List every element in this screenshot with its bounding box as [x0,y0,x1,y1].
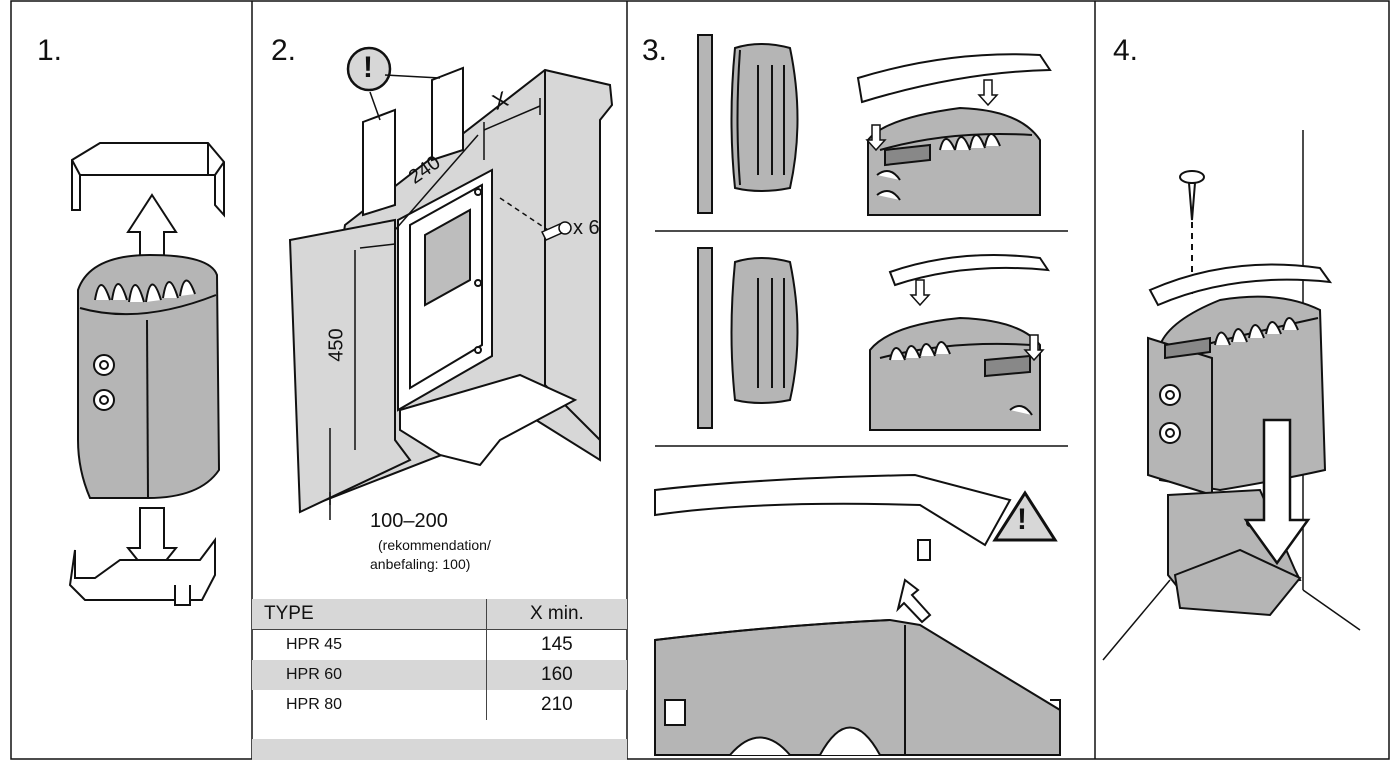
step1-cover-top [71,142,225,218]
screw-count-label: x 6 [573,217,600,239]
step1-base-bracket [68,537,216,606]
cell-x-min: 160 [485,660,627,690]
step-label-4: 4. [1113,34,1139,67]
step4-down-arrow [1243,418,1311,566]
notice-exclamation-glyph: ! [363,51,373,84]
cell-type: HPR 60 [252,660,487,690]
cell-type: HPR 80 [286,696,343,713]
cell-type: HPR 45 [286,636,343,653]
table-footer-band [252,739,627,760]
recommendation-label: (rekommendation/ [378,537,491,553]
recommendation-label-2: anbefaling: 100) [370,556,471,572]
step-label-1: 1. [37,34,63,67]
header-type: TYPE [252,599,487,630]
step3-heater-top-1 [856,53,1052,216]
step3-arrows-2 [909,279,1045,362]
step2-screw [540,221,572,241]
dimension-450-label: 450 [325,328,348,362]
warning-exclamation-glyph: ! [1017,503,1027,536]
step2-notice-icon [346,46,441,121]
table-row: HPR 80 210 [252,690,627,720]
step2-mounting-bracket [397,168,578,467]
step1-heater [77,253,221,499]
spec-table-header: TYPE X min. [252,599,627,630]
step2-side-wall [288,70,601,514]
step3-closeup-arrow [896,578,932,624]
step2-dimension-lines [329,98,549,520]
floor-gap-label: 100–200 [370,510,448,532]
step3-heater-top-2 [869,254,1050,431]
cell-x-min: 145 [485,629,627,660]
step3-side-view-2 [697,247,799,429]
step2-ventilation-posts [362,66,464,217]
cell-x-min: 210 [485,690,627,720]
step3-arrows-1 [865,79,999,152]
step-label-2: 2. [271,34,297,67]
step3-side-view-1 [697,34,799,214]
step3-closeup [654,465,1068,756]
header-x-min: X min. [485,599,627,630]
table-row: HPR 60 160 [252,660,627,690]
spec-table: TYPE X min. HPR 45 145 HPR 60 160 HPR 80… [252,599,627,720]
step3-warning-triangle-icon [992,490,1058,542]
step-label-3: 3. [642,34,668,67]
panel-frame [10,0,1390,760]
table-row: HPR 45 145 [252,629,627,660]
